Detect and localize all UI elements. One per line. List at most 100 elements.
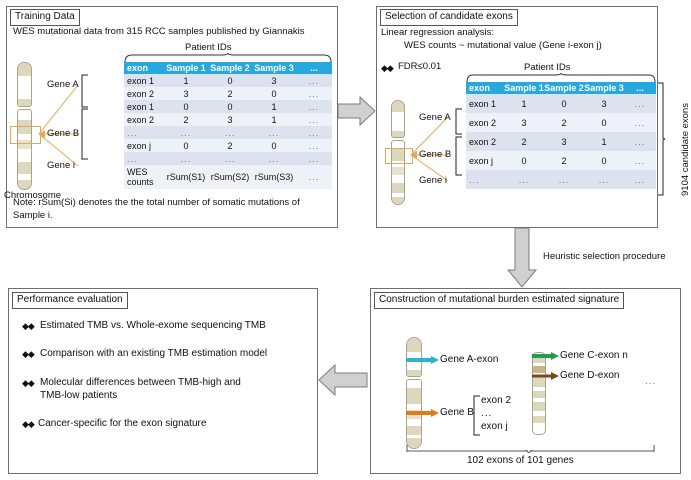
selection-gene-label-b: Gene B xyxy=(419,149,452,160)
cell-s3: 1 xyxy=(252,100,296,113)
performance-bullet-marker-3: ◆◆ xyxy=(22,378,35,388)
cell-exon: exon 1 xyxy=(124,74,164,87)
table-row: ............... xyxy=(124,152,332,165)
cell-rsum-s3: rSum(S3) xyxy=(252,165,296,189)
construction-span-bracket xyxy=(406,445,655,453)
cell-more: ... xyxy=(624,170,656,189)
performance-bullet-2: Comparison with an existing TMB estimati… xyxy=(40,348,268,359)
construction-exon-list-item-1: exon 2 xyxy=(481,395,512,406)
selection-gene-label-a: Gene A xyxy=(419,112,451,123)
table-row: ............... xyxy=(124,126,332,139)
cell-rsum-s1: rSum(S1) xyxy=(164,165,208,189)
construction-caption: 102 exons of 101 genes xyxy=(467,455,574,466)
training-subtitle: WES mutational data from 315 RCC samples… xyxy=(13,26,305,37)
cell-s2: ... xyxy=(544,170,584,189)
th-sample-3: Sample 3 xyxy=(584,82,624,94)
cell-exon: exon 2 xyxy=(466,132,504,151)
cell-s1: ... xyxy=(164,152,208,165)
training-gene-leader-lines xyxy=(38,84,79,167)
th-more: ... xyxy=(624,82,656,94)
th-exon: exon xyxy=(124,62,164,74)
cell-s1: 2 xyxy=(164,113,208,126)
table-row: ............... xyxy=(466,170,656,189)
cell-more: ... xyxy=(624,94,656,113)
construction-exon-list-item-3: exon j xyxy=(481,421,508,432)
th-more: ... xyxy=(296,62,332,74)
panel-performance-evaluation xyxy=(8,288,318,474)
selection-gene-label-i: Gene i xyxy=(419,175,447,186)
cell-s1: ... xyxy=(504,170,544,189)
cell-s2: ... xyxy=(208,152,252,165)
performance-bullet-3: Molecular differences between TMB-high a… xyxy=(40,377,241,401)
cell-s3: ... xyxy=(252,152,296,165)
selection-criterion-bullet: ◆◆ xyxy=(381,63,394,73)
construction-chromosome-2 xyxy=(532,352,546,435)
cell-s2: 2 xyxy=(208,87,252,100)
training-gene-brackets xyxy=(81,74,88,160)
cell-s3: 0 xyxy=(584,151,624,170)
performance-bullet-1: Estimated TMB vs. Whole-exome sequencing… xyxy=(40,320,266,331)
selection-gene-leader-lines xyxy=(410,116,449,182)
training-patient-ids-brace xyxy=(124,53,332,63)
cell-s1: 2 xyxy=(504,132,544,151)
cell-exon: exon 1 xyxy=(124,100,164,113)
cell-s1: 0 xyxy=(164,139,208,152)
cell-s3: 0 xyxy=(252,139,296,152)
cell-s3: ... xyxy=(252,126,296,139)
cell-s1: ... xyxy=(164,126,208,139)
th-sample-1: Sample 1 xyxy=(164,62,208,74)
cell-exon: exon j xyxy=(466,151,504,170)
panel-construction-title: Construction of mutational burden estima… xyxy=(374,292,625,309)
wes-counts-text: WES counts xyxy=(127,167,154,187)
th-sample-2: Sample 2 xyxy=(208,62,252,74)
cell-exon: exon 2 xyxy=(124,113,164,126)
cell-more: ... xyxy=(624,132,656,151)
cell-exon: ... xyxy=(124,152,164,165)
construction-label-gene-b: Gene B xyxy=(440,407,474,418)
performance-bullet-marker-1: ◆◆ xyxy=(22,321,35,331)
arrow-construction-to-performance xyxy=(318,364,368,396)
panel-training-data-title: Training Data xyxy=(10,9,80,26)
cell-more: ... xyxy=(624,151,656,170)
candidate-exons-count-label: 9104 candidate exons xyxy=(680,103,691,196)
selection-chromosome-ideogram xyxy=(391,100,405,205)
cell-s2: 0 xyxy=(208,100,252,113)
marker-arrow-gene-c-exon-n xyxy=(532,352,559,360)
training-gene-label-i: Gene i xyxy=(47,160,75,171)
cell-exon: exon 1 xyxy=(466,94,504,113)
cell-exon: ... xyxy=(466,170,504,189)
cell-exon: exon j xyxy=(124,139,164,152)
marker-arrow-gene-d-exon xyxy=(532,372,559,380)
cell-exon: ... xyxy=(124,126,164,139)
cell-s1: 1 xyxy=(164,74,208,87)
cell-s1: 3 xyxy=(504,113,544,132)
cell-s2: ... xyxy=(208,126,252,139)
construction-chromosome-1 xyxy=(406,337,422,449)
th-exon: exon xyxy=(466,82,504,94)
cell-s3: 3 xyxy=(252,74,296,87)
cell-more: ... xyxy=(624,113,656,132)
training-note: Note: rSum(Si) denotes the the total num… xyxy=(13,197,300,221)
selection-patient-ids-brace xyxy=(466,73,656,83)
construction-label-gene-a-exon: Gene A-exon xyxy=(440,354,499,365)
construction-label-gene-d-exon: Gene D-exon xyxy=(560,370,620,381)
training-chromosome-highlight xyxy=(10,126,41,144)
selection-chromosome-highlight xyxy=(385,148,413,164)
cell-s2: 0 xyxy=(544,94,584,113)
cell-s2: 0 xyxy=(208,74,252,87)
construction-label-gene-c-exon-n: Gene C-exon n xyxy=(560,350,628,361)
cell-s3: 0 xyxy=(252,87,296,100)
training-patient-ids-label: Patient IDs xyxy=(185,42,232,53)
cell-more: ... xyxy=(296,152,332,165)
cell-exon: exon 2 xyxy=(124,87,164,100)
construction-exon-list-bracket xyxy=(473,395,480,436)
performance-bullet-4: Cancer-specific for the exon signature xyxy=(38,418,207,429)
cell-s3: 3 xyxy=(584,94,624,113)
